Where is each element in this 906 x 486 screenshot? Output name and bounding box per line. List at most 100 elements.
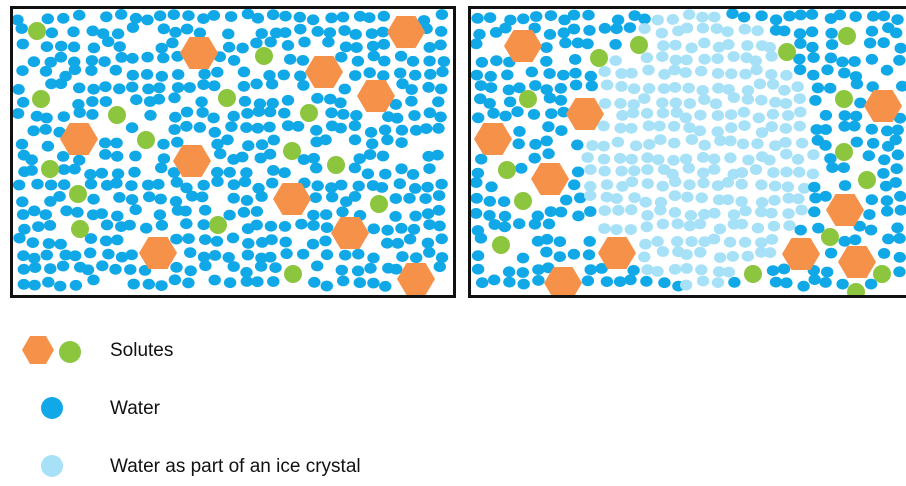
- ice-water-molecule: [738, 107, 750, 118]
- ice-water-molecule: [755, 95, 767, 106]
- ice-water-molecule: [778, 85, 790, 96]
- water-molecule: [266, 178, 278, 189]
- water-molecule: [609, 39, 621, 50]
- water-molecule: [350, 42, 362, 53]
- water-molecule: [484, 12, 496, 23]
- water-molecule: [850, 11, 862, 22]
- ice-water-molecule: [643, 139, 655, 150]
- ice-water-molecule: [728, 209, 740, 220]
- water-molecule: [74, 107, 86, 118]
- water-molecule: [581, 38, 593, 49]
- water-molecule: [28, 56, 40, 67]
- water-molecule: [406, 84, 418, 95]
- water-molecule: [378, 56, 390, 67]
- water-molecule: [264, 107, 276, 118]
- water-molecule: [130, 13, 142, 24]
- water-molecule: [422, 82, 434, 93]
- water-molecule: [211, 176, 223, 187]
- ice-water-molecule: [668, 121, 680, 132]
- water-molecule: [185, 265, 197, 276]
- water-molecule: [58, 111, 70, 122]
- water-molecule: [726, 9, 738, 19]
- water-molecule: [29, 262, 41, 273]
- water-molecule: [242, 140, 254, 151]
- ice-water-molecule: [598, 141, 610, 152]
- water-molecule: [354, 277, 366, 288]
- water-molecule: [308, 277, 320, 288]
- small-solute: [847, 283, 865, 295]
- water-molecule: [839, 180, 851, 191]
- small-solute: [137, 131, 155, 149]
- water-molecule: [321, 281, 333, 292]
- water-molecule: [584, 236, 596, 247]
- water-molecule: [819, 140, 831, 151]
- water-molecule: [378, 11, 390, 22]
- ice-water-molecule: [721, 26, 733, 37]
- water-molecule: [819, 191, 831, 202]
- water-molecule: [582, 275, 594, 286]
- water-molecule: [569, 68, 581, 79]
- water-molecule: [555, 207, 567, 218]
- water-molecule: [112, 168, 124, 179]
- water-molecule: [585, 71, 597, 82]
- water-molecule: [255, 191, 267, 202]
- water-molecule: [891, 14, 903, 25]
- water-molecule: [471, 38, 483, 49]
- water-molecule: [806, 42, 818, 53]
- water-molecule: [568, 249, 580, 260]
- water-molecule: [111, 151, 123, 162]
- water-molecule: [126, 82, 138, 93]
- ice-water-molecule: [667, 14, 679, 25]
- water-molecule: [100, 236, 112, 247]
- water-molecule: [86, 55, 98, 66]
- ice-water-molecule: [708, 208, 720, 219]
- water-molecule: [126, 194, 138, 205]
- water-molecule: [894, 191, 906, 202]
- water-molecule: [228, 193, 240, 204]
- water-molecule: [820, 110, 832, 121]
- water-molecule: [863, 150, 875, 161]
- ice-water-molecule: [739, 206, 751, 217]
- water-molecule: [503, 277, 515, 288]
- water-molecule: [471, 208, 482, 219]
- water-molecule: [250, 79, 262, 90]
- water-molecule: [423, 163, 435, 174]
- water-molecule: [337, 276, 349, 287]
- water-molecule: [71, 207, 83, 218]
- water-molecule: [499, 211, 511, 222]
- water-molecule: [158, 23, 170, 34]
- ice-water-molecule: [727, 251, 739, 262]
- water-molecule: [127, 70, 139, 81]
- water-molecule: [405, 96, 417, 107]
- water-molecule: [825, 28, 837, 39]
- water-molecule: [207, 113, 219, 124]
- water-molecule: [17, 97, 29, 108]
- water-molecule: [848, 121, 860, 132]
- water-molecule: [435, 26, 447, 37]
- ice-water-molecule: [612, 137, 624, 148]
- water-molecule: [17, 209, 29, 220]
- water-molecule: [381, 134, 393, 145]
- water-molecule: [892, 149, 904, 160]
- water-molecule: [155, 280, 167, 291]
- ice-water-molecule: [601, 179, 613, 190]
- water-molecule: [436, 233, 448, 244]
- water-molecule: [850, 111, 862, 122]
- water-molecule: [110, 138, 122, 149]
- water-molecule: [475, 80, 487, 91]
- ice-water-molecule: [695, 264, 707, 275]
- water-molecule: [307, 220, 319, 231]
- liquid-solution-illustration: [13, 9, 453, 295]
- ice-water-molecule: [742, 155, 754, 166]
- ice-water-molecule: [725, 109, 737, 120]
- ice-water-molecule: [765, 208, 777, 219]
- ice-water-molecule: [669, 176, 681, 187]
- ice-water-molecule: [764, 247, 776, 258]
- ice-water-molecule: [669, 207, 681, 218]
- ice-water-molecule: [643, 120, 655, 131]
- ice-water-molecule: [697, 85, 709, 96]
- ice-water-molecule: [796, 138, 808, 149]
- ice-water-molecule: [724, 136, 736, 147]
- water-molecule: [409, 211, 421, 222]
- water-molecule: [568, 179, 580, 190]
